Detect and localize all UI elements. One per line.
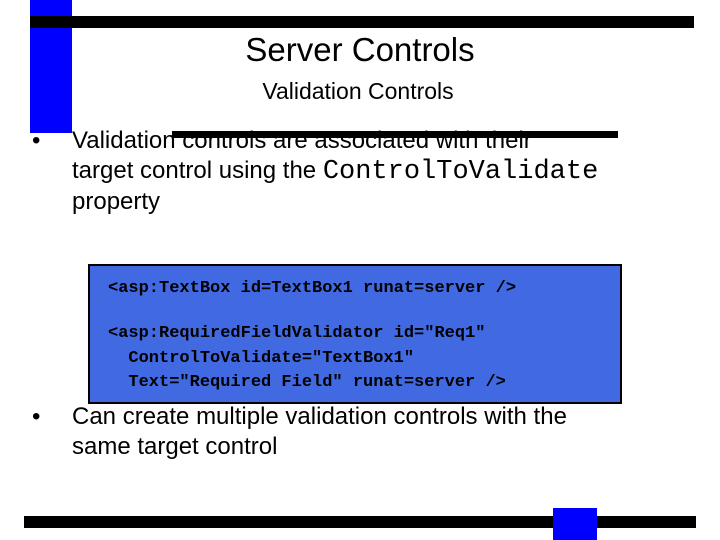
bullet-text-1: Validation controls are associated with … (72, 126, 712, 217)
bullet-1-line-3: property (72, 188, 161, 215)
bullet-1-line-2-prefix: target control using the (72, 157, 323, 184)
code-line-4: Text="Required Field" runat=server /> (108, 373, 506, 392)
code-line-3: ControlToValidate="TextBox1" (108, 349, 415, 368)
bullet-1-line-2: target control using the ControlToValida… (72, 156, 712, 187)
code-line-1: <asp:TextBox id=TextBox1 runat=server /> (108, 279, 517, 298)
bullet-2-line-1: Can create multiple validation controls … (72, 403, 567, 430)
code-line-2: <asp:RequiredFieldValidator id="Req1" (108, 324, 486, 343)
decorative-bottom-rule (24, 516, 696, 528)
slide-title: Server Controls (245, 31, 475, 68)
bullet-1-code-term: ControlToValidate (322, 157, 599, 187)
code-example-box: <asp:TextBox id=TextBox1 runat=server />… (88, 264, 622, 404)
slide-subtitle-text: Validation Controls (262, 78, 454, 104)
decorative-top-rule (30, 16, 694, 28)
decorative-blue-bar-bottom (553, 508, 597, 540)
bullet-2-line-2: same target control (72, 433, 278, 460)
decorative-mid-rule (172, 131, 618, 138)
slide-subtitle: Validation Controls (0, 76, 720, 106)
bullet-marker: • (32, 127, 41, 154)
bullet-text-2: Can create multiple validation controls … (72, 402, 712, 462)
bullet-marker: • (32, 403, 41, 430)
